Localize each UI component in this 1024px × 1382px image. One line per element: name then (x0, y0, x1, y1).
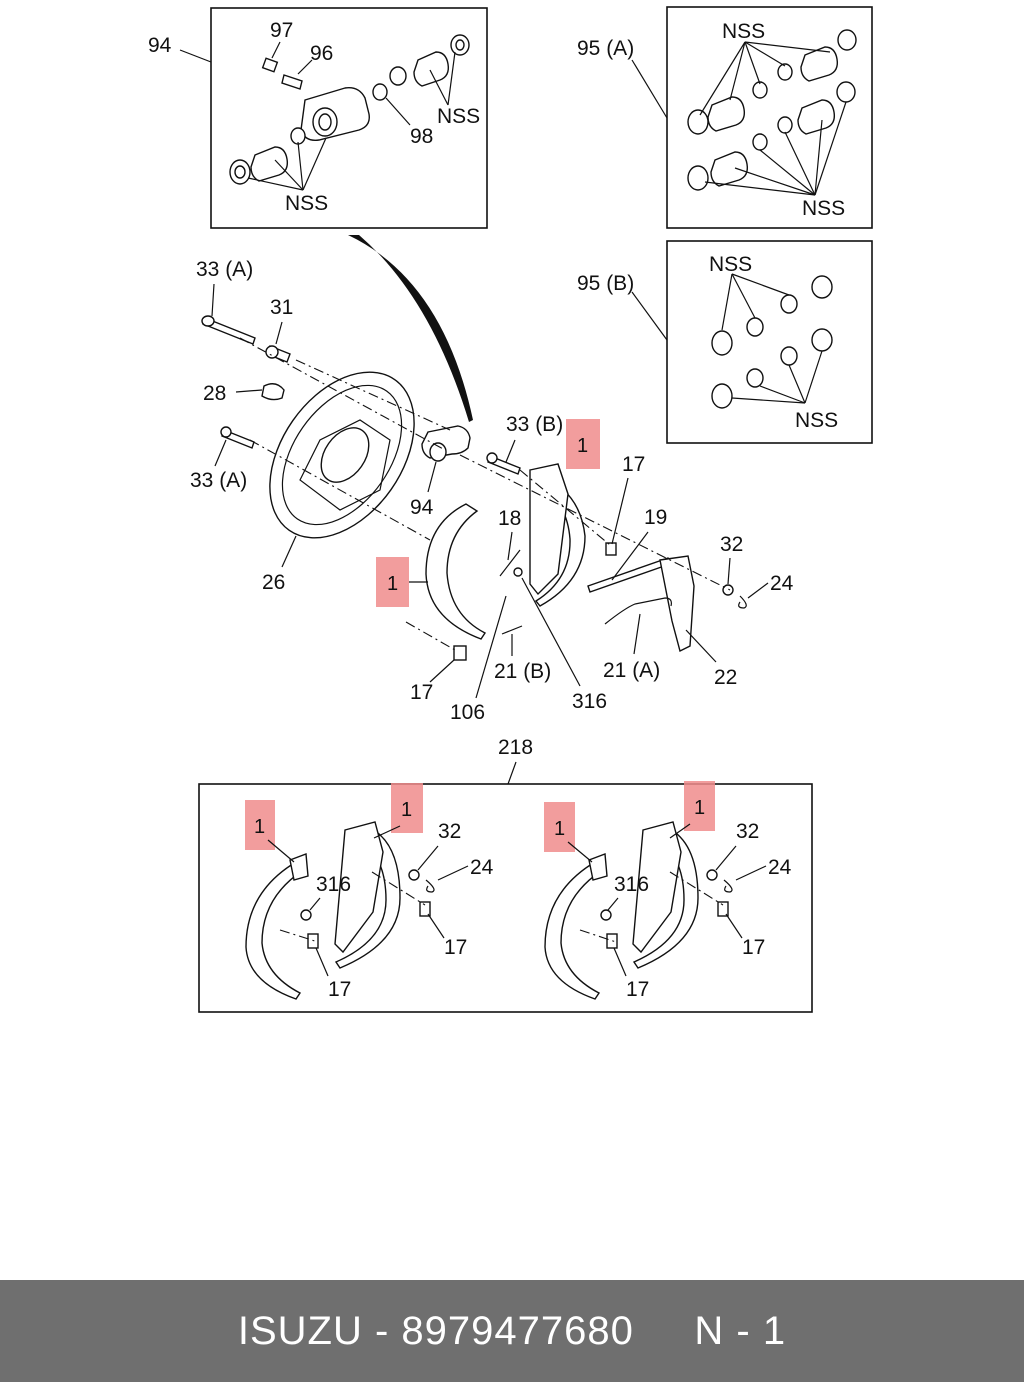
highlight-label: 1 (694, 797, 705, 819)
label-218: 218 (498, 736, 533, 759)
label-97: 97 (270, 19, 293, 42)
label-21b: 21 (B) (494, 660, 551, 683)
highlight-main-left: 1 (376, 557, 428, 607)
label-nss-94-right: NSS (437, 105, 480, 128)
highlight-main-top: 1 (566, 419, 600, 469)
brake-assembly-diagram: 94 97 96 98 NSS NSS (148, 6, 873, 1013)
main-assembly: 33 (A) 31 28 33 (A) 26 94 33 (B) 17 19 1… (190, 235, 794, 724)
highlight-218-right-shoe-b: 1 (669, 781, 715, 839)
highlight-label: 1 (254, 816, 265, 838)
label-28: 28 (203, 382, 226, 405)
label-96: 96 (310, 42, 333, 65)
label-95b: 95 (B) (577, 272, 634, 295)
label-33b: 33 (B) (506, 413, 563, 436)
label-17-right-set-right: 17 (742, 936, 765, 959)
box-218: 218 32 24 316 17 17 (198, 736, 813, 1013)
label-316-right-set: 316 (614, 873, 649, 896)
label-98: 98 (410, 125, 433, 148)
label-nss-95b-top: NSS (709, 253, 752, 276)
label-316-main: 316 (572, 690, 607, 713)
box-95b: 95 (B) NSS NSS (577, 240, 873, 444)
label-24-main: 24 (770, 572, 794, 595)
label-19: 19 (644, 506, 667, 529)
label-33a-bottom: 33 (A) (190, 469, 247, 492)
label-17-left-set-bottom: 17 (328, 978, 351, 1001)
label-31: 31 (270, 296, 293, 319)
label-24-left-set: 24 (470, 856, 494, 879)
label-26: 26 (262, 571, 285, 594)
highlight-label: 1 (554, 818, 565, 840)
label-33a-top: 33 (A) (196, 258, 253, 281)
highlight-218-left-shoe-b: 1 (373, 783, 423, 839)
highlight-218-left-shoe: 1 (245, 800, 295, 863)
highlight-218-right-shoe: 1 (544, 802, 593, 863)
label-95a: 95 (A) (577, 37, 634, 60)
label-22: 22 (714, 666, 737, 689)
label-nss-94-bottom: NSS (285, 192, 328, 215)
label-17-left-set-right: 17 (444, 936, 467, 959)
label-94-main: 94 (410, 496, 434, 519)
label-nss-95a-bottom: NSS (802, 197, 845, 220)
label-nss-95a-top: NSS (722, 20, 765, 43)
label-17-bottom: 17 (410, 681, 433, 704)
label-17-right-set-bottom: 17 (626, 978, 649, 1001)
label-nss-95b-bottom: NSS (795, 409, 838, 432)
label-17-top: 17 (622, 453, 645, 476)
part-number-caption: ISUZU - 8979477680 N - 1 (237, 1308, 787, 1353)
label-32-main: 32 (720, 533, 743, 556)
label-94-top: 94 (148, 34, 172, 57)
label-32-right-set: 32 (736, 820, 759, 843)
label-18: 18 (498, 507, 521, 530)
label-21a: 21 (A) (603, 659, 660, 682)
label-106: 106 (450, 701, 485, 724)
highlight-label: 1 (577, 435, 588, 457)
footer-bar: ISUZU - 8979477680 N - 1 (0, 1280, 1024, 1382)
label-24-right-set: 24 (768, 856, 792, 879)
box-95a: 95 (A) NSS NSS (577, 6, 873, 229)
label-316-left-set: 316 (316, 873, 351, 896)
box-94: 94 97 96 98 NSS NSS (148, 7, 488, 229)
highlight-label: 1 (401, 799, 412, 821)
label-32-left-set: 32 (438, 820, 461, 843)
highlight-label: 1 (387, 573, 398, 595)
